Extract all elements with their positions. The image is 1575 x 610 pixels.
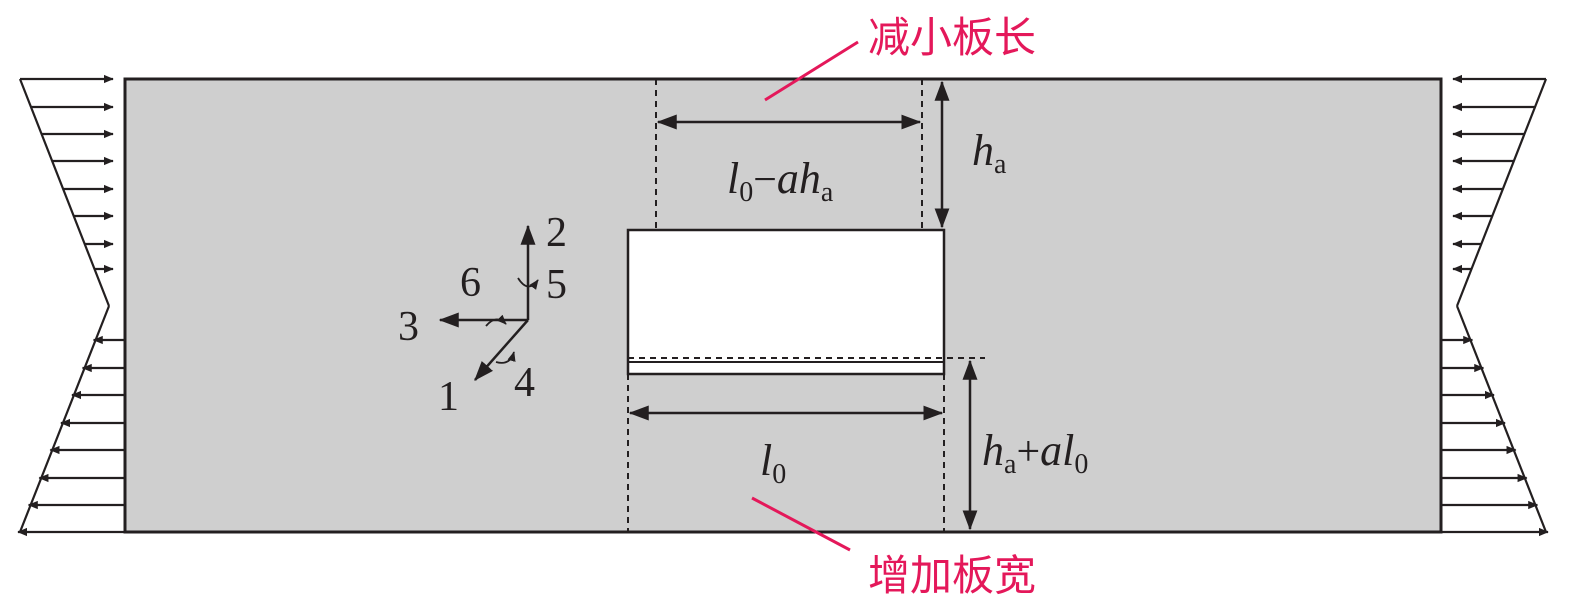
top-note-leader [764, 40, 859, 102]
dof-label-1: 1 [438, 374, 459, 420]
dashed-guides [627, 79, 985, 532]
dof-label-6: 6 [460, 260, 481, 306]
right-height-label: ha [972, 126, 1007, 180]
dof-label-4: 4 [514, 360, 535, 406]
dof-label-3: 3 [398, 304, 419, 350]
right-load-envelope [1455, 78, 1548, 307]
left-edge-load-distribution [17, 74, 125, 537]
top-note: 减小板长 [868, 13, 1036, 62]
bottom-note: 增加板宽 [868, 551, 1036, 600]
dof-label-5: 5 [546, 262, 567, 308]
right-edge-load-distribution [1441, 74, 1549, 537]
bottom-height-label: ha+al0 [982, 426, 1088, 480]
dof-label-2: 2 [546, 210, 567, 256]
rotation-symbols [485, 277, 539, 364]
left-load-envelope [18, 78, 111, 307]
cutout-hole [626, 228, 946, 376]
bottom-length-label: l0 [760, 436, 786, 490]
top-length-label: l0−aha [727, 154, 834, 208]
bottom-note-leader [751, 496, 851, 552]
dof-axes [438, 224, 536, 381]
